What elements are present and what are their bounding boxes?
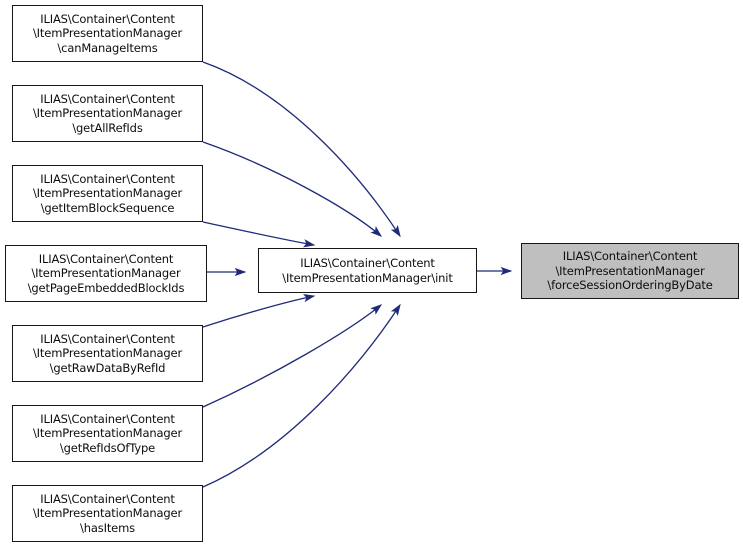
node-line: \getRawDataByRefId [49,360,166,375]
node-getRawDataByRefId[interactable]: ILIAS\Container\Content \ItemPresentatio… [12,325,203,382]
node-init[interactable]: ILIAS\Container\Content \ItemPresentatio… [258,248,477,293]
edge-getItemBlockSequence-init [202,221,316,248]
edge-hasItems-init [202,303,401,488]
edge-getRawDataByRefId-init [202,294,316,328]
node-getPageEmbeddedBlockIds[interactable]: ILIAS\Container\Content \ItemPresentatio… [5,245,207,302]
node-line: ILIAS\Container\Content [562,249,698,264]
node-canManageItems[interactable]: ILIAS\Container\Content \ItemPresentatio… [12,5,203,62]
edge-getRefIdsOfType-init [202,304,383,408]
node-line: \getPageEmbeddedBlockIds [27,280,185,295]
edge-canManageItems-init [202,61,401,238]
node-line: \ItemPresentationManager [32,346,183,361]
node-getItemBlockSequence[interactable]: ILIAS\Container\Content \ItemPresentatio… [12,165,203,222]
node-getAllRefIds[interactable]: ILIAS\Container\Content \ItemPresentatio… [12,85,203,142]
node-line: ILIAS\Container\Content [40,411,175,426]
node-line: \ItemPresentationManager [32,506,183,521]
node-line: ILIAS\Container\Content [300,255,435,270]
node-line: \ItemPresentationManager [32,26,183,41]
node-line: \ItemPresentationManager [31,266,181,281]
node-line: \getAllRefIds [72,120,143,135]
node-line: ILIAS\Container\Content [40,91,175,106]
node-line: \ItemPresentationManager [32,426,183,441]
node-line: ILIAS\Container\Content [40,11,175,26]
node-line: \ItemPresentationManager [32,106,183,121]
node-hasItems[interactable]: ILIAS\Container\Content \ItemPresentatio… [12,485,203,542]
node-line: ILIAS\Container\Content [38,251,174,266]
node-line: \ItemPresentationManager [555,263,705,278]
node-line: ILIAS\Container\Content [40,491,175,506]
node-line: \hasItems [79,520,136,535]
node-line: \canManageItems [57,40,158,55]
node-line: \getRefIdsOfType [59,440,156,455]
node-line: \ItemPresentationManager [32,186,183,201]
edge-getAllRefIds-init [202,141,382,237]
node-getRefIdsOfType[interactable]: ILIAS\Container\Content \ItemPresentatio… [12,405,203,462]
node-line: \forceSessionOrderingByDate [547,278,713,293]
node-line: \ItemPresentationManager\init [282,270,453,285]
node-line: ILIAS\Container\Content [40,331,175,346]
node-line: \getItemBlockSequence [40,200,175,215]
node-forceSessionOrderingByDate[interactable]: ILIAS\Container\Content \ItemPresentatio… [521,243,739,299]
node-line: ILIAS\Container\Content [40,171,175,186]
